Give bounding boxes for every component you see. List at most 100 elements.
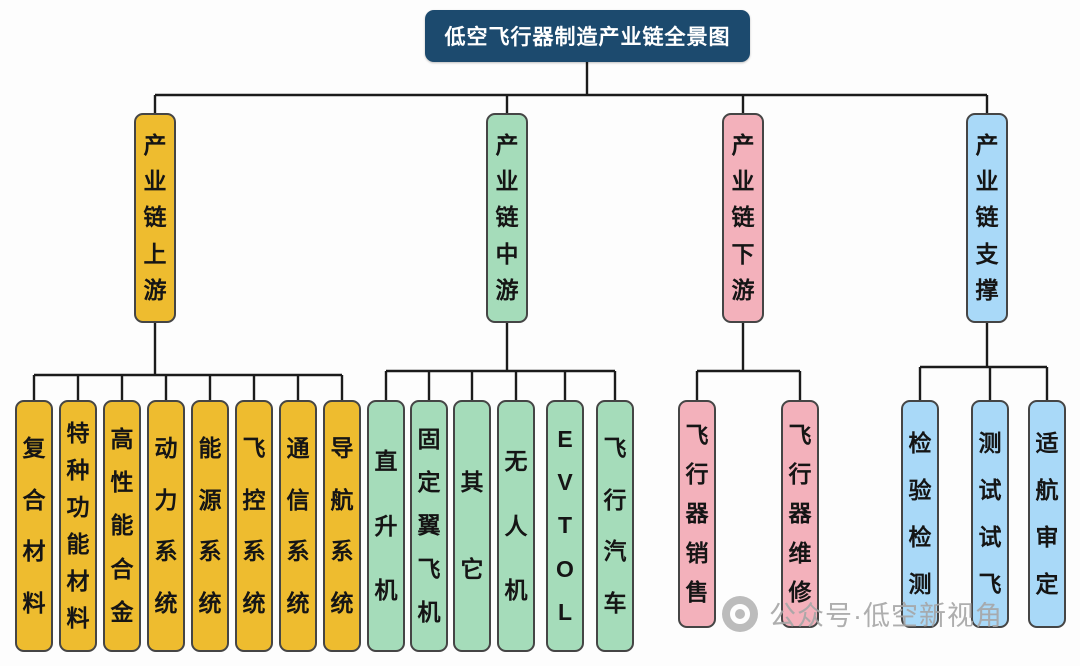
- node-char: T: [557, 512, 573, 539]
- node-char: 信: [286, 486, 310, 513]
- node-char: 无: [504, 447, 528, 474]
- node-char: 控: [242, 486, 266, 513]
- node-midstream-3: 其它: [453, 400, 491, 652]
- node-char: 升: [374, 512, 398, 539]
- node-char: 源: [198, 486, 222, 513]
- branch-support: 产业链支撑: [966, 113, 1008, 323]
- node-upstream-2: 特种功能材料: [59, 400, 97, 652]
- branch-upstream: 产业链上游: [134, 113, 176, 323]
- node-char: 机: [374, 577, 398, 604]
- node-char: 检: [908, 524, 932, 550]
- branch-midstream: 产业链中游: [486, 113, 528, 323]
- node-char: 复: [22, 434, 46, 461]
- node-support-2: 测试试飞: [971, 400, 1009, 628]
- node-char: 游: [143, 276, 167, 303]
- node-char: 业: [975, 168, 999, 195]
- branch-downstream: 产业链下游: [722, 113, 764, 323]
- node-char: 功: [66, 494, 90, 520]
- node-char: 系: [286, 538, 310, 565]
- node-upstream-7: 通信系统: [279, 400, 317, 652]
- node-support-1: 检验检测: [901, 400, 939, 628]
- node-char: 统: [286, 590, 310, 617]
- node-char: 能: [198, 434, 222, 461]
- node-char: 机: [417, 598, 441, 625]
- node-downstream-1: 飞行器销售: [678, 400, 716, 628]
- node-char: 修: [788, 578, 812, 605]
- node-char: 审: [1035, 524, 1059, 550]
- node-char: 业: [731, 168, 755, 195]
- node-char: V: [557, 469, 573, 496]
- node-char: 适: [1035, 430, 1059, 456]
- node-char: 固: [417, 426, 441, 453]
- node-char: 飞: [685, 422, 709, 449]
- node-char: L: [557, 598, 573, 625]
- watermark: 公众号·低空新视角: [722, 594, 1003, 633]
- diagram-title: 低空飞行器制造产业链全景图: [425, 10, 750, 62]
- node-char: 航: [1035, 477, 1059, 503]
- node-char: 合: [110, 555, 134, 582]
- node-char: 统: [154, 590, 178, 617]
- node-char: 通: [286, 434, 310, 461]
- node-char: 链: [975, 204, 999, 231]
- node-char: 销: [685, 539, 709, 566]
- node-char: O: [556, 555, 574, 582]
- node-char: 产: [143, 132, 167, 159]
- node-char: 测: [978, 430, 1002, 456]
- node-upstream-8: 导航系统: [323, 400, 361, 652]
- node-char: 系: [330, 538, 354, 565]
- node-char: 导: [330, 434, 354, 461]
- node-char: 材: [22, 538, 46, 565]
- node-char: 器: [788, 500, 812, 527]
- node-char: 车: [603, 590, 627, 617]
- node-char: 行: [788, 461, 812, 488]
- node-char: 定: [1035, 571, 1059, 597]
- node-char: 其: [460, 469, 484, 496]
- node-char: 性: [110, 469, 134, 496]
- node-char: 料: [66, 605, 90, 631]
- node-char: 机: [504, 577, 528, 604]
- node-char: 定: [417, 469, 441, 496]
- node-char: 能: [66, 531, 90, 557]
- node-char: 检: [908, 430, 932, 456]
- node-char: 中: [495, 240, 519, 267]
- node-char: 上: [143, 240, 167, 267]
- node-char: 飞: [417, 555, 441, 582]
- node-upstream-4: 动力系统: [147, 400, 185, 652]
- node-char: 测: [908, 571, 932, 597]
- node-char: 统: [198, 590, 222, 617]
- node-upstream-3: 高性能合金: [103, 400, 141, 652]
- watermark-text: 公众号·低空新视角: [769, 601, 1003, 631]
- node-char: 行: [603, 486, 627, 513]
- node-char: 航: [330, 486, 354, 513]
- node-char: 游: [731, 276, 755, 303]
- node-char: 产: [731, 132, 755, 159]
- node-char: 金: [110, 598, 134, 625]
- node-char: 器: [685, 500, 709, 527]
- node-char: 飞: [978, 571, 1002, 597]
- node-char: 它: [460, 555, 484, 582]
- node-upstream-5: 能源系统: [191, 400, 229, 652]
- camera-logo-icon: [722, 595, 758, 632]
- node-char: 飞: [788, 422, 812, 449]
- node-char: 力: [154, 486, 178, 513]
- node-char: 支: [975, 240, 999, 267]
- node-char: 售: [685, 578, 709, 605]
- node-midstream-2: 固定翼飞机: [410, 400, 448, 652]
- node-char: 链: [495, 204, 519, 231]
- node-char: 飞: [603, 434, 627, 461]
- node-char: 验: [908, 477, 932, 503]
- node-char: 翼: [417, 512, 441, 539]
- node-char: 种: [66, 457, 90, 483]
- node-char: 人: [504, 512, 528, 539]
- node-char: 业: [143, 168, 167, 195]
- node-char: 统: [242, 590, 266, 617]
- node-char: 特: [66, 420, 90, 446]
- node-char: 料: [22, 590, 46, 617]
- node-char: 系: [198, 538, 222, 565]
- node-downstream-2: 飞行器维修: [781, 400, 819, 628]
- node-midstream-4: 无人机: [497, 400, 535, 652]
- node-char: 链: [731, 204, 755, 231]
- camera-lens-icon: [730, 603, 750, 624]
